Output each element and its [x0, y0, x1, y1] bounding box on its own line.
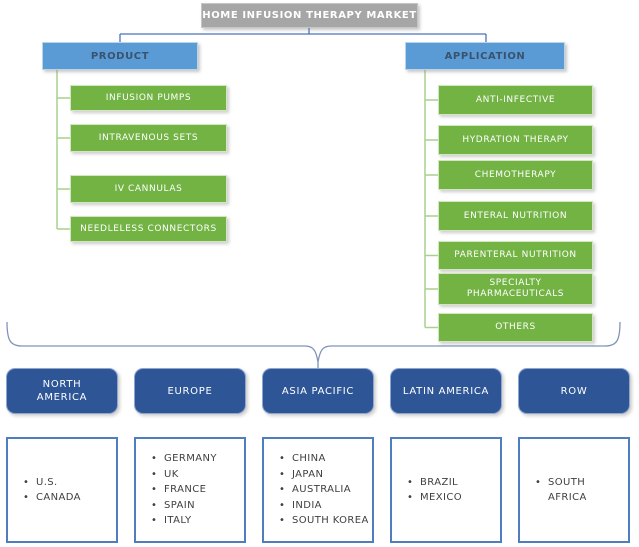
segment-box-needleless-connectors: NEEDLELESS CONNECTORS	[70, 216, 227, 242]
branch-label-product: PRODUCT	[90, 50, 150, 62]
country-list: BRAZILMEXICO	[392, 475, 466, 506]
country-item: MEXICO	[407, 490, 462, 506]
segment-box-hydration-therapy: HYDRATION THERAPY	[438, 125, 593, 155]
diagram-title: HOME INFUSION THERAPY MARKET	[202, 10, 417, 21]
branch-box-product: PRODUCT	[42, 42, 198, 70]
country-list-box-row: SOUTH AFRICA	[518, 437, 630, 543]
country-list-box-latin-america: BRAZILMEXICO	[390, 437, 502, 543]
segment-box-anti-infective: ANTI-INFECTIVE	[438, 85, 593, 115]
segment-box-iv-cannulas: IV CANNULAS	[70, 175, 227, 203]
segment-box-enteral-nutrition: ENTERAL NUTRITION	[438, 201, 593, 231]
country-item: GERMANY	[151, 451, 217, 467]
country-item: ITALY	[151, 513, 217, 529]
region-box-asia-pacific: ASIA PACIFIC	[262, 368, 374, 414]
region-label: LATIN AMERICA	[402, 385, 490, 397]
country-item: CHINA	[279, 451, 369, 467]
brace-bracket	[6, 321, 621, 368]
segment-box-others: OTHERS	[438, 313, 593, 342]
segment-box-specialty-pharmaceuticals: SPECIALTY PHARMACEUTICALS	[438, 273, 593, 305]
region-box-latin-america: LATIN AMERICA	[390, 368, 502, 414]
segment-box-infusion-pumps: INFUSION PUMPS	[70, 85, 227, 111]
region-box-europe: EUROPE	[134, 368, 246, 414]
segment-box-chemotherapy: CHEMOTHERAPY	[438, 160, 593, 190]
branch-label-application: APPLICATION	[444, 50, 526, 62]
country-list-box-europe: GERMANYUKFRANCESPAINITALY	[134, 437, 246, 543]
country-item: JAPAN	[279, 467, 369, 483]
country-item: SOUTH KOREA	[279, 513, 369, 529]
country-list: CHINAJAPANAUSTRALIAINDIASOUTH KOREA	[264, 451, 373, 529]
diagram-title-box: HOME INFUSION THERAPY MARKET	[201, 3, 418, 28]
country-item: UK	[151, 467, 217, 483]
region-label: EUROPE	[167, 385, 213, 397]
country-item: U.S.	[23, 475, 81, 491]
region-label: ASIA PACIFIC	[281, 385, 355, 397]
country-list-box-north-america: U.S.CANADA	[6, 437, 118, 543]
region-box-north-america: NORTH AMERICA	[6, 368, 118, 414]
country-list: GERMANYUKFRANCESPAINITALY	[136, 451, 221, 529]
country-item: SPAIN	[151, 498, 217, 514]
country-list-box-asia-pacific: CHINAJAPANAUSTRALIAINDIASOUTH KOREA	[262, 437, 374, 543]
country-item: FRANCE	[151, 482, 217, 498]
country-list: U.S.CANADA	[8, 475, 85, 506]
region-label: NORTH AMERICA	[36, 379, 88, 403]
region-label: ROW	[560, 385, 588, 397]
country-item: BRAZIL	[407, 475, 462, 491]
country-list: SOUTH AFRICA	[520, 475, 610, 506]
region-box-row: ROW	[518, 368, 630, 414]
segment-box-intravenous-sets: INTRAVENOUS SETS	[70, 124, 227, 152]
country-item: SOUTH AFRICA	[535, 475, 606, 506]
title-connector-line	[119, 28, 487, 42]
country-item: AUSTRALIA	[279, 482, 369, 498]
country-item: CANADA	[23, 490, 81, 506]
segment-box-parenteral-nutrition: PARENTERAL NUTRITION	[438, 241, 593, 270]
branch-box-application: APPLICATION	[405, 42, 565, 70]
country-item: INDIA	[279, 498, 369, 514]
